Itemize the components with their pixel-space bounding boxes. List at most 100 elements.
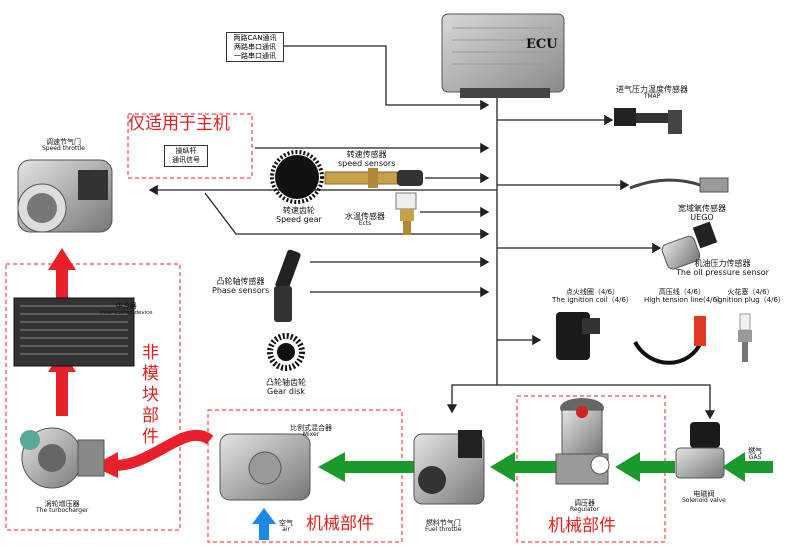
ects-part [395,192,417,235]
mechanical-frame-left [207,409,403,543]
mech-left-label: 机械部件 [306,514,374,534]
speed-throttle-part [17,159,113,233]
ht-line-part [633,316,706,365]
intercooler-cn: 中冷器 [115,302,137,310]
intercooler-en: Inter-cooled device [100,310,153,317]
oil-pressure-part [661,221,718,270]
uego-part [629,177,729,193]
phase-sensors-en: Phase sensors [212,286,270,296]
host-only-title: 仅适用于主机 [128,114,230,134]
air-arrow [252,508,276,540]
gear-disk-en: Gear disk [267,387,305,397]
spark-plug-label: 火花塞（4/6） ignition plug（4/6） [716,288,785,304]
spark-plug-part [738,313,752,362]
speed-gear-cn: 转速齿轮 [282,206,315,215]
regulator-part [555,398,610,485]
ignition-coil-cn: 点火线圈（4/6） [565,288,620,296]
oil-pressure-cn: 机油压力传感器 [694,259,751,268]
green-flow-arrows [318,452,773,482]
ects-label: 水温传感器 Ects [345,212,385,228]
speed-gear-en: Speed gear [276,215,322,225]
solenoid-valve-part [675,422,725,479]
comm-box: 两路CAN通讯 两路串口通讯 一路串口通讯 [226,32,284,63]
gas-cn: 燃气 [748,447,762,455]
speed-sensors-en: speed sensors [338,159,396,169]
ecu-label: ECU [526,37,558,52]
comm-line-2: 两路串口通讯 [234,42,276,51]
speed-gear-part [270,150,324,204]
ecu-unit [441,13,565,98]
air-cn: 空气 [279,519,293,527]
spark-plug-cn: 火花塞（4/6） [727,288,774,296]
mech-right-label: 机械部件 [548,516,616,536]
phase-sensor-part [274,249,301,322]
speed-throttle-cn: 调速节气门 [45,138,81,146]
ht-line-cn: 高压线（4/6） [658,288,705,296]
mixer-part [219,433,311,501]
fuel-throttle-cn: 燃料节气门 [425,519,461,527]
solenoid-cn: 电磁阀 [693,490,715,498]
turbocharger-part [20,427,105,489]
air-label: 空气 air [279,519,293,534]
host-only-box: 操纵杆 通讯信号 [164,145,208,167]
ignition-coil-part [556,312,600,360]
speed-sensor-part [324,168,423,188]
solenoid-label: 电磁阀 Solenoid valve [682,490,726,505]
mixer-label: 比例式混合器 Mixer [290,424,332,439]
mixer-cn: 比例式混合器 [290,424,332,432]
phase-sensors-label: 凸轮轴传感器 Phase sensors [212,277,269,295]
fuel-throttle-label: 燃料节气门 Fuel throttle [425,519,461,534]
comm-line-3: 一路串口通讯 [234,51,276,60]
intercooler-part [13,297,135,367]
host-only-frame [127,113,253,179]
speed-gear-label: 转速齿轮 Speed gear [276,206,322,224]
turbocharger-en: The turbocharger [36,507,89,515]
intercooler-label: 中冷器 Inter-cooled device [100,302,153,316]
gas-label: 燃气 GAS [748,447,762,462]
speed-throttle-label: 调速节气门 Speed throttle [42,138,85,153]
turbocharger-cn: 涡轮增压器 [44,500,80,508]
regulator-label: 调压器 Regulator [570,499,599,514]
host-line-2: 通讯信号 [172,155,200,164]
fuel-throttle-en: Fuel throttle [425,526,462,534]
speed-throttle-en: Speed throttle [42,145,85,153]
gas-en: GAS [748,454,762,462]
ects-cn: 水温传感器 [345,212,385,221]
phase-sensors-cn: 凸轮轴传感器 [216,277,265,286]
red-arrow-head [92,452,118,478]
uego-cn: 宽域氧传感器 [678,204,726,213]
uego-label: 宽域氧传感器 UEGO [678,204,726,222]
speed-sensors-cn: 转速传感器 [346,150,387,159]
speed-sensors-label: 转速传感器 speed sensors [338,150,395,168]
regulator-en: Regulator [570,506,600,514]
gear-disk-part [267,333,305,371]
tmap-label: 进气压力温度传感器 TMAP [616,85,688,101]
wiring-bus [148,45,716,420]
ects-en: Ects [358,220,372,228]
tmap-part [614,108,682,134]
uego-en: UEGO [690,213,714,223]
spark-plug-en: ignition plug（4/6） [716,296,785,305]
air-en: air [282,526,290,534]
tmap-en: TMAP [643,93,661,101]
fuel-throttle-part [413,430,485,505]
comm-line-1: 两路CAN通讯 [233,34,277,42]
non-module-frame [5,263,181,531]
regulator-cn: 调压器 [574,499,596,507]
oil-pressure-en: The oil pressure sensor [676,268,769,278]
ht-line-label: 高压线（4/6） High tension line(4/6) [644,288,720,304]
solenoid-en: Solenoid valve [682,497,726,505]
host-line-1: 操纵杆 [175,147,197,155]
mixer-en: Mixer [302,431,320,439]
ignition-coil-en: The ignition coil（4/6） [552,296,633,305]
gear-disk-label: 凸轮轴齿轮 Gear disk [266,378,306,396]
ht-line-en: High tension line(4/6) [644,296,720,305]
non-module-label: 非模块部件 [142,343,159,447]
red-flow-curve [109,429,214,471]
gear-disk-cn: 凸轮轴齿轮 [266,378,306,387]
tmap-cn: 进气压力温度传感器 [616,85,688,94]
ignition-coil-label: 点火线圈（4/6） The ignition coil（4/6） [552,288,633,304]
turbocharger-label: 涡轮增压器 The turbocharger [36,500,88,515]
oil-pressure-label: 机油压力传感器 The oil pressure sensor [676,259,769,277]
